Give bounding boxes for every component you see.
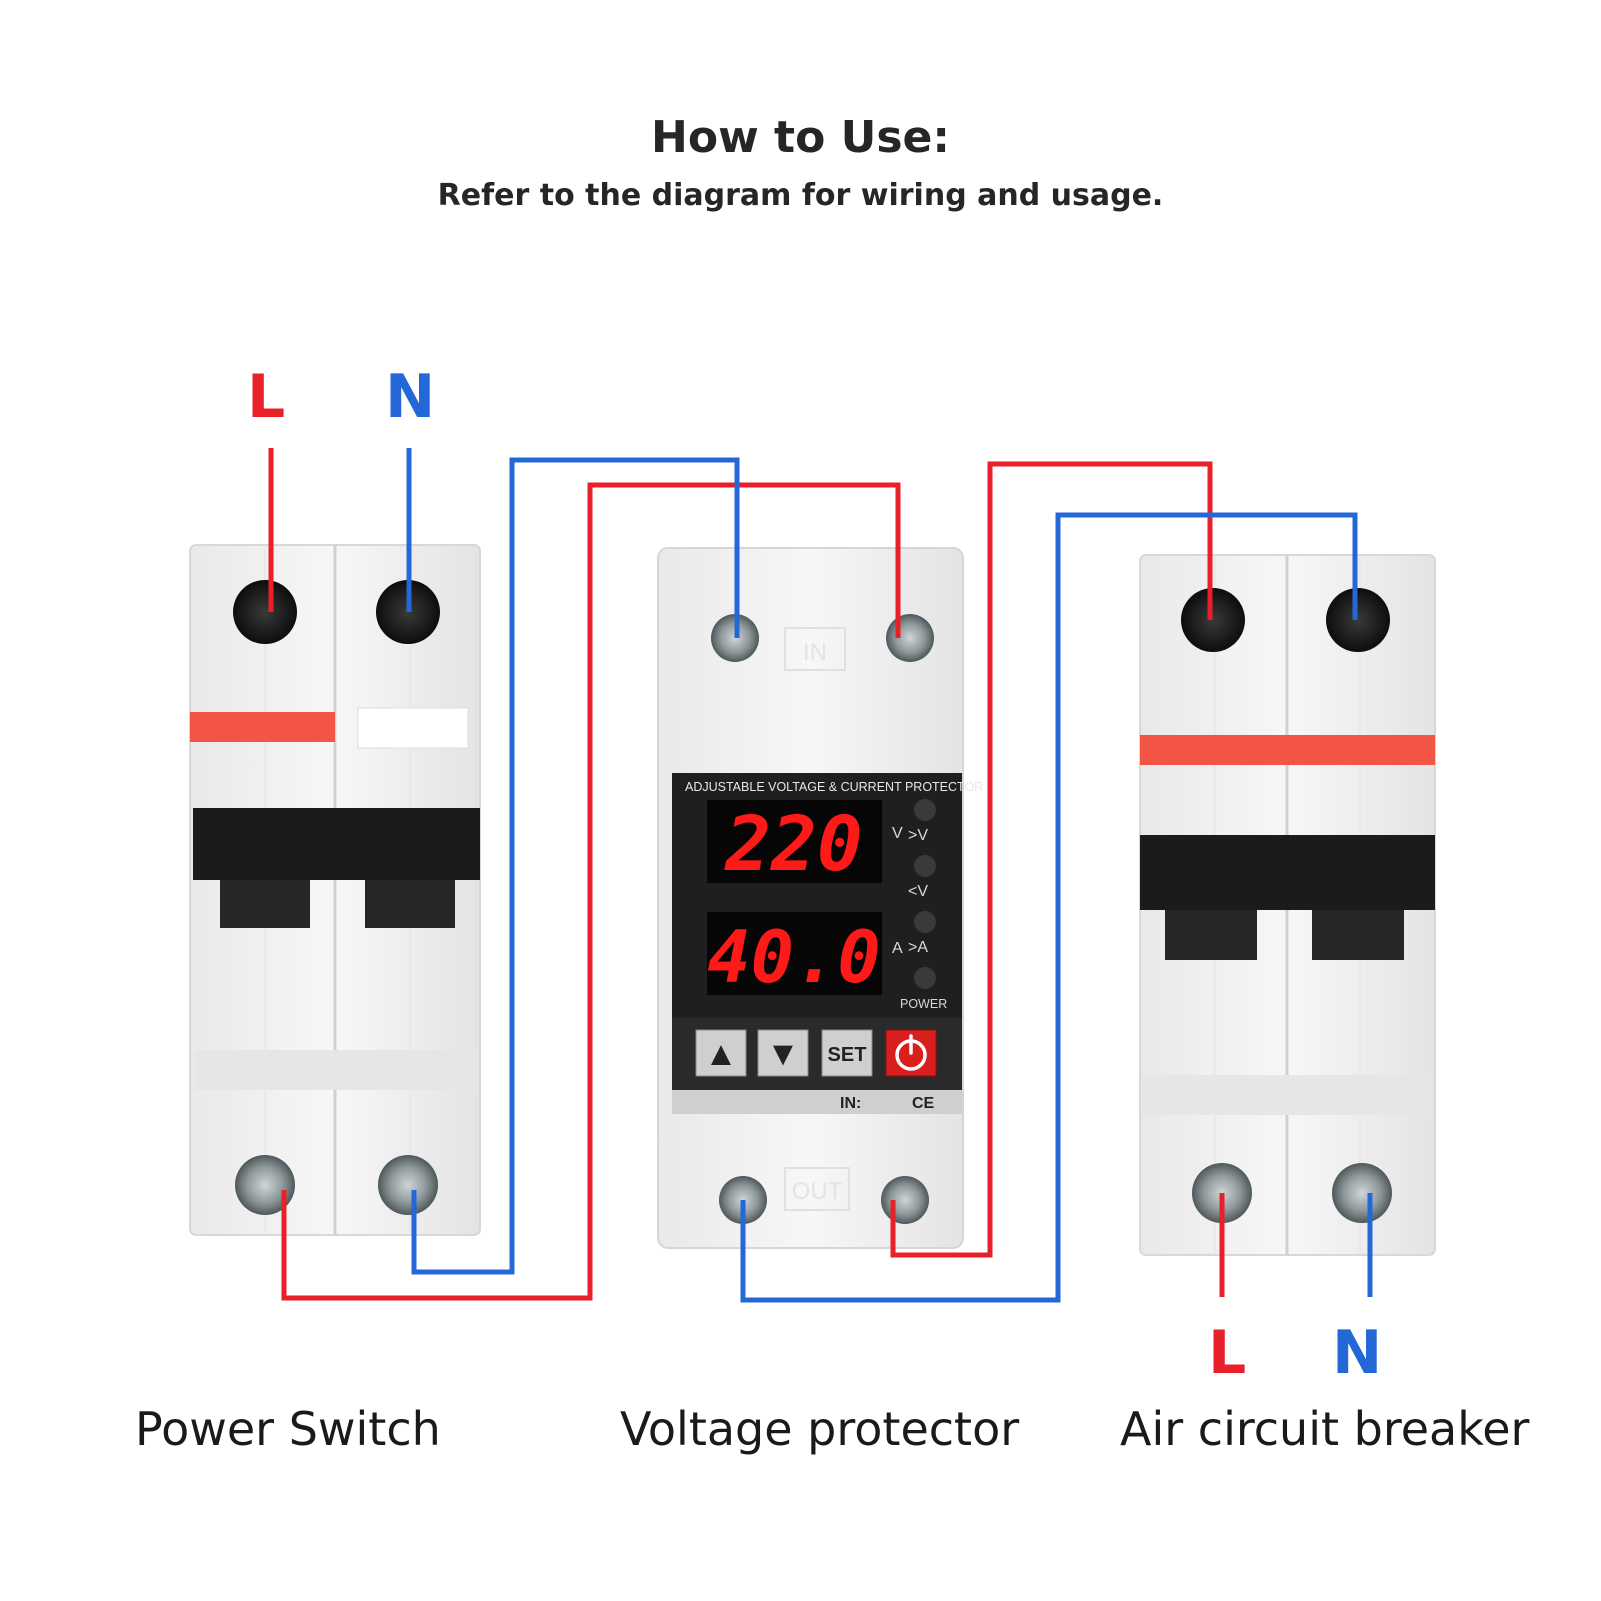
down-button[interactable]: ▼ <box>757 1029 809 1077</box>
indicator-power: POWER <box>900 997 947 1011</box>
power-switch-caption: Power Switch <box>135 1402 441 1456</box>
indicator-under-voltage: <V <box>908 883 928 900</box>
page-title: How to Use: <box>651 112 950 163</box>
live-wire-to-breaker <box>890 461 1213 1258</box>
voltage-protector: IN OUT ADJUSTABLE VOLTAGE & CURRENT PROT… <box>657 547 983 1249</box>
toggle-bar <box>1140 835 1435 910</box>
neutral-wire-to-protector <box>411 457 740 1275</box>
indicator-over-voltage: >V <box>908 827 928 844</box>
air-circuit-breaker-caption: Air circuit breaker <box>1120 1402 1530 1456</box>
page-subtitle: Refer to the diagram for wiring and usag… <box>437 178 1164 213</box>
led-indicator <box>914 855 936 877</box>
terminal-screw <box>378 1155 438 1215</box>
terminal-screw <box>235 1155 295 1215</box>
voltage-protector-caption: Voltage protector <box>620 1402 1020 1456</box>
up-arrow-icon: ▲ <box>704 1035 738 1073</box>
breaker-band <box>190 712 335 742</box>
input-neutral-label: N <box>385 362 436 432</box>
panel-footer-in: IN: <box>840 1095 861 1112</box>
live-wire-to-protector <box>281 482 901 1301</box>
neutral-wire-to-breaker <box>740 512 1358 1303</box>
terminal-screw <box>1332 1163 1392 1223</box>
output-live-label: L <box>1208 1318 1247 1388</box>
terminal-screw <box>881 1176 929 1224</box>
air-circuit-breaker <box>1139 554 1436 1256</box>
led-indicator <box>914 911 936 933</box>
terminal-hole <box>233 580 297 644</box>
current-unit: A <box>892 940 903 957</box>
breaker-band <box>1140 735 1435 765</box>
led-indicator <box>914 967 936 989</box>
protector-bottom-label: OUT <box>792 1178 843 1205</box>
power-button[interactable] <box>885 1029 937 1077</box>
terminal-hole <box>1326 588 1390 652</box>
indicator-over-current: >A <box>908 939 928 956</box>
voltage-readout: 220 <box>723 799 862 888</box>
down-arrow-icon: ▼ <box>766 1035 800 1073</box>
current-readout: 40.0 <box>707 915 880 999</box>
power-switch <box>189 544 481 1236</box>
input-live-label: L <box>247 362 286 432</box>
toggle-bar <box>193 808 480 880</box>
terminal-screw <box>886 614 934 662</box>
up-button[interactable]: ▲ <box>695 1029 747 1077</box>
voltage-display <box>707 800 882 883</box>
set-button-label: SET <box>828 1044 867 1066</box>
output-neutral-label: N <box>1332 1318 1383 1388</box>
protector-top-label: IN <box>803 639 827 666</box>
set-button[interactable]: SET <box>821 1029 873 1077</box>
ce-mark: CE <box>912 1095 935 1112</box>
terminal-hole <box>1181 588 1245 652</box>
current-display <box>707 912 882 995</box>
panel-title: ADJUSTABLE VOLTAGE & CURRENT PROTECTOR <box>685 780 983 794</box>
led-indicator <box>914 799 936 821</box>
voltage-unit: V <box>892 825 903 842</box>
